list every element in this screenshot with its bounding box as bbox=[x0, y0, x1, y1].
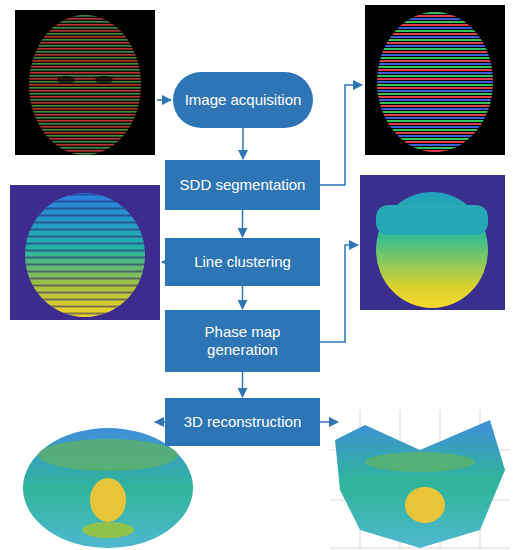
step-label: Image acquisition bbox=[185, 91, 302, 109]
process-box: Phase map generation bbox=[165, 310, 320, 372]
process-box: Line clustering bbox=[165, 238, 320, 286]
flow-arrow bbox=[242, 286, 244, 309]
process-box: 3D reconstruction bbox=[165, 398, 320, 446]
flow-arrow bbox=[242, 128, 244, 159]
step-label: SDD segmentation bbox=[180, 176, 306, 194]
reconstruction-oblique bbox=[330, 410, 510, 548]
process-box: SDD segmentation bbox=[165, 160, 320, 210]
fringe-photo bbox=[15, 10, 155, 155]
flow-arrow bbox=[242, 372, 244, 397]
flow-arrow bbox=[242, 210, 244, 237]
segmented-stripes bbox=[365, 5, 505, 155]
leader-arrows bbox=[155, 85, 362, 422]
step-label: Line clustering bbox=[194, 253, 291, 271]
step-label: Phase map generation bbox=[175, 323, 310, 359]
phase-map bbox=[360, 175, 505, 310]
reconstruction-front bbox=[23, 428, 193, 548]
clustered-lines bbox=[10, 185, 160, 320]
step-label: 3D reconstruction bbox=[184, 413, 302, 431]
process-pill: Image acquisition bbox=[173, 72, 313, 128]
